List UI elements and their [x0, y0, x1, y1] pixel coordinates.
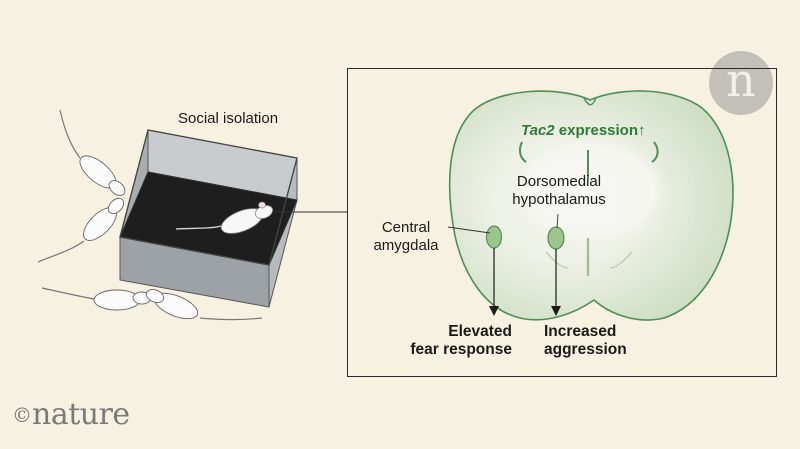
central-amygdala-label: Central amygdala — [366, 219, 446, 255]
outside-mouse-3 — [41, 287, 152, 311]
nature-wordmark: nature — [32, 397, 130, 432]
aggression-line-1: Increased — [544, 323, 617, 340]
expression-word: expression — [554, 122, 639, 139]
fear-outcome-label: Elevated fear response — [408, 323, 512, 359]
fear-arrow — [489, 248, 499, 316]
outside-mouse-2 — [37, 197, 125, 263]
copyright-symbol: © — [12, 403, 32, 427]
amygdala-leader — [447, 226, 491, 234]
brain-section — [448, 90, 734, 321]
nature-copyright: ©nature — [12, 397, 130, 432]
nature-logo-circle — [709, 51, 773, 115]
outside-mouse-1 — [59, 109, 126, 196]
dorsomedial-hypothalamus-label: Dorsomedial hypothalamus — [511, 173, 607, 209]
central-line-2: amygdala — [373, 237, 439, 254]
tac2-expression-label: Tac2 expression↑ — [521, 122, 646, 139]
tac2-gene-name: Tac2 — [521, 122, 555, 139]
ventricle-left — [518, 141, 527, 163]
dorsomedial-line-2: hypothalamus — [512, 191, 606, 208]
fear-line-1: Elevated — [448, 323, 512, 340]
central-line-1: Central — [381, 219, 431, 236]
aggression-outcome-label: Increased aggression — [544, 323, 644, 359]
midline-notch — [583, 97, 597, 106]
isolation-box — [119, 129, 298, 308]
increase-arrow-icon: ↑ — [638, 122, 646, 139]
aggression-line-2: aggression — [544, 341, 627, 358]
brain-panel — [347, 68, 777, 377]
outside-mouse-4 — [145, 289, 263, 321]
aggression-arrow — [551, 249, 561, 316]
nature-logo-icon: n — [726, 53, 756, 107]
ventricle-right — [651, 141, 659, 163]
isolated-mouse — [175, 201, 274, 234]
hypothalamus-leader — [556, 213, 559, 229]
fear-line-2: fear response — [410, 341, 512, 358]
social-isolation-label: Social isolation — [178, 110, 279, 127]
dorsomedial-line-1: Dorsomedial — [516, 173, 602, 190]
box-rim — [119, 129, 298, 266]
